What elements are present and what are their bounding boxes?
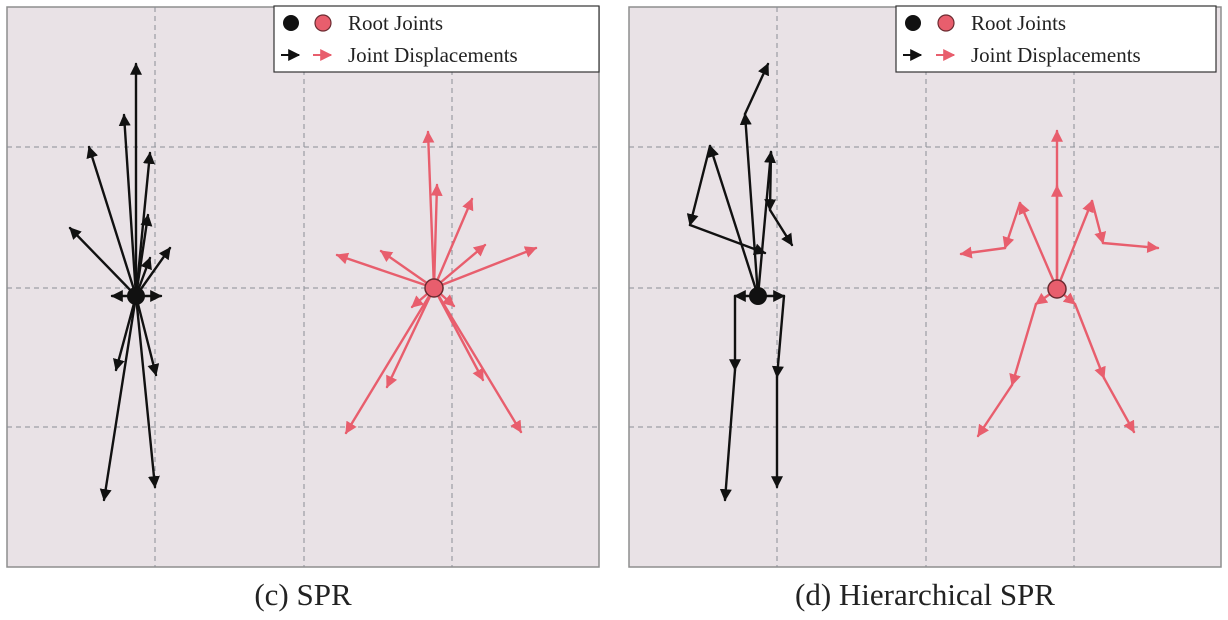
red-displacement-arrow	[959, 246, 1007, 259]
legend-root-joints-label: Root Joints	[348, 11, 443, 35]
black-displacement-arrow	[134, 294, 160, 489]
black-root-joint	[749, 287, 767, 305]
black-displacement-arrow	[134, 246, 172, 298]
red-displacement-arrow	[432, 286, 523, 434]
legend: Root Joints Joint Displacements	[273, 5, 600, 73]
red-displacement-arrow	[432, 243, 487, 290]
legend-red-dot-icon	[314, 14, 332, 32]
panel-c: Root Joints Joint Displacements (c) SPR	[6, 5, 600, 612]
black-displacement-arrow	[764, 150, 777, 212]
red-displacement-arrow	[385, 286, 436, 389]
red-displacement-arrow	[432, 246, 538, 290]
panel-d: Root Joints Joint Displacements (d) Hier…	[628, 5, 1222, 612]
root-layer	[127, 278, 444, 305]
black-displacement-arrow	[118, 113, 138, 298]
legend-joint-displacements-label: Joint Displacements	[971, 43, 1141, 67]
red-displacement-arrow	[379, 249, 436, 290]
red-displacement-arrow	[1102, 376, 1136, 434]
black-displacement-arrow	[719, 368, 737, 502]
red-displacement-arrow	[344, 286, 436, 435]
black-displacement-arrow	[756, 150, 777, 298]
root-layer	[749, 279, 1067, 305]
black-displacement-arrow	[771, 294, 786, 379]
red-displacement-arrow	[1018, 201, 1059, 291]
black-displacement-arrow	[688, 223, 767, 255]
black-displacement-arrow	[739, 112, 760, 298]
panel-caption: (d) Hierarchical SPR	[795, 577, 1055, 612]
grid-lines	[7, 7, 599, 567]
red-displacement-arrow	[432, 197, 474, 290]
legend-joint-displacements-label: Joint Displacements	[348, 43, 518, 67]
legend-black-dot-icon	[905, 15, 921, 31]
red-displacement-arrow	[1055, 199, 1094, 291]
black-displacement-arrow	[134, 294, 160, 377]
black-displacement-arrow	[68, 226, 138, 298]
black-displacement-arrow	[113, 294, 138, 372]
black-displacement-arrow	[134, 213, 153, 298]
black-displacement-arrow	[743, 62, 770, 116]
arrow-layer	[686, 62, 1160, 502]
legend-root-joints-label: Root Joints	[971, 11, 1066, 35]
red-displacement-arrow	[976, 383, 1014, 438]
red-displacement-arrow	[335, 252, 436, 290]
legend-red-dot-icon	[937, 14, 955, 32]
legend-black-dot-icon	[283, 15, 299, 31]
red-displacement-arrow	[1073, 302, 1106, 380]
black-displacement-arrow	[99, 294, 138, 502]
red-displacement-arrow	[430, 183, 443, 290]
black-displacement-arrow	[86, 145, 138, 298]
red-displacement-arrow	[422, 130, 436, 290]
legend: Root Joints Joint Displacements	[895, 5, 1217, 73]
red-displacement-arrow	[1101, 241, 1160, 253]
red-root-joint	[1047, 279, 1067, 299]
plot-background	[628, 6, 1222, 568]
red-displacement-arrow	[1002, 201, 1022, 250]
black-displacement-arrow	[768, 208, 794, 247]
red-displacement-arrow	[1009, 302, 1038, 387]
black-displacement-arrow	[686, 144, 712, 227]
red-root-joint	[424, 278, 444, 298]
black-displacement-arrow	[707, 144, 760, 298]
plot-background	[6, 6, 600, 568]
red-displacement-arrow	[1090, 199, 1107, 245]
grid-lines	[629, 7, 1221, 567]
panel-caption: (c) SPR	[254, 577, 352, 612]
black-root-joint	[127, 287, 145, 305]
